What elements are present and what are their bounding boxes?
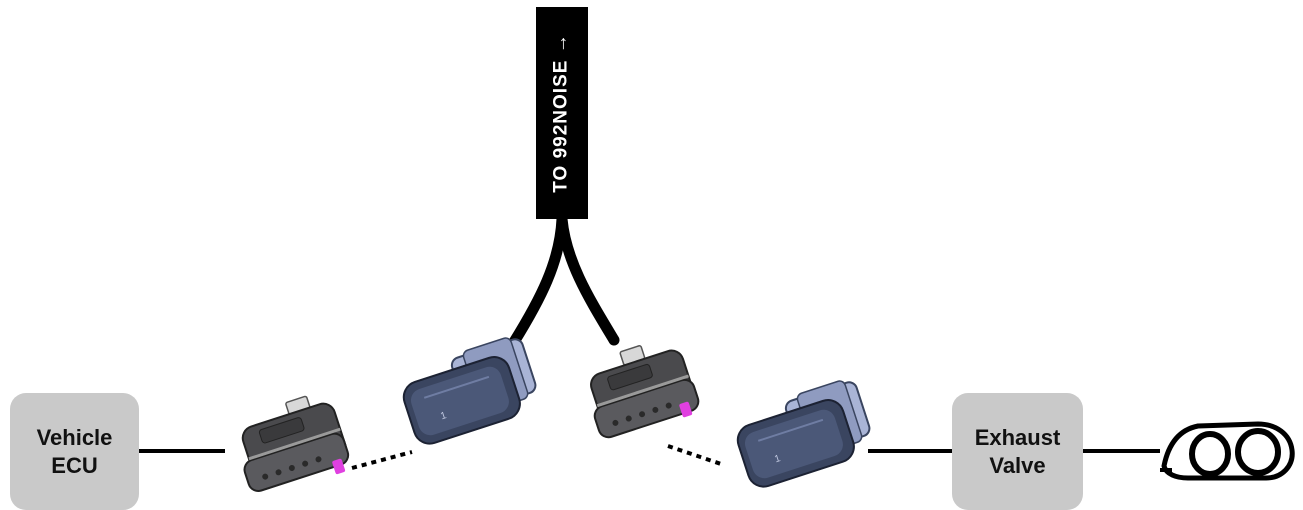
to-992noise-banner: TO 992NOISE → (536, 7, 588, 219)
exhaust-tips-icon (1160, 421, 1295, 481)
male-connector-icon: 1 (402, 337, 537, 445)
vehicle-ecu-box: Vehicle ECU (10, 393, 139, 510)
mated-link-right (667, 444, 725, 467)
female-connector-icon (590, 345, 700, 439)
mated-link-left (351, 450, 413, 470)
banner-label: TO 992NOISE → (551, 33, 572, 193)
male-connector-icon: 1 (736, 380, 871, 488)
svg-text:1: 1 (773, 453, 782, 465)
y-split-wire-right (556, 213, 620, 346)
female-connector-icon (241, 395, 350, 492)
y-split-wire-left (508, 213, 568, 348)
svg-text:1: 1 (439, 410, 448, 422)
exhaust-valve-box: Exhaust Valve (952, 393, 1083, 510)
